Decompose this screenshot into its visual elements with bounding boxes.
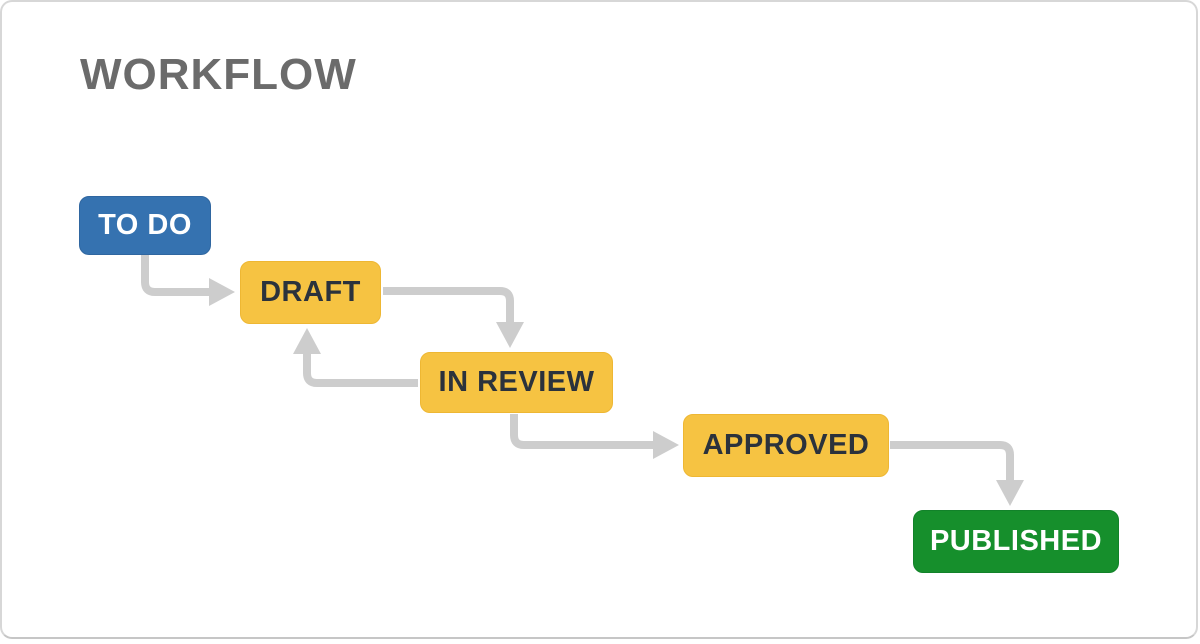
workflow-node-in-review[interactable]: IN REVIEW (420, 352, 613, 413)
workflow-node-draft[interactable]: DRAFT (240, 261, 381, 324)
arrowhead-down-icon (496, 322, 524, 348)
edge-in-review-to-approved (510, 414, 679, 459)
workflow-node-todo[interactable]: TO DO (79, 196, 211, 255)
edge-in-review-to-draft (293, 328, 418, 387)
edge-todo-to-draft (141, 255, 235, 306)
edge-approved-to-published (890, 441, 1024, 506)
page-title: WORKFLOW (80, 50, 357, 99)
arrowhead-right-icon (209, 278, 235, 306)
arrowhead-up-icon (293, 328, 321, 354)
arrowhead-right-icon (653, 431, 679, 459)
arrowhead-down-icon (996, 480, 1024, 506)
edge-draft-to-in-review (383, 287, 524, 348)
workflow-node-approved[interactable]: APPROVED (683, 414, 889, 477)
workflow-node-published[interactable]: PUBLISHED (913, 510, 1119, 573)
